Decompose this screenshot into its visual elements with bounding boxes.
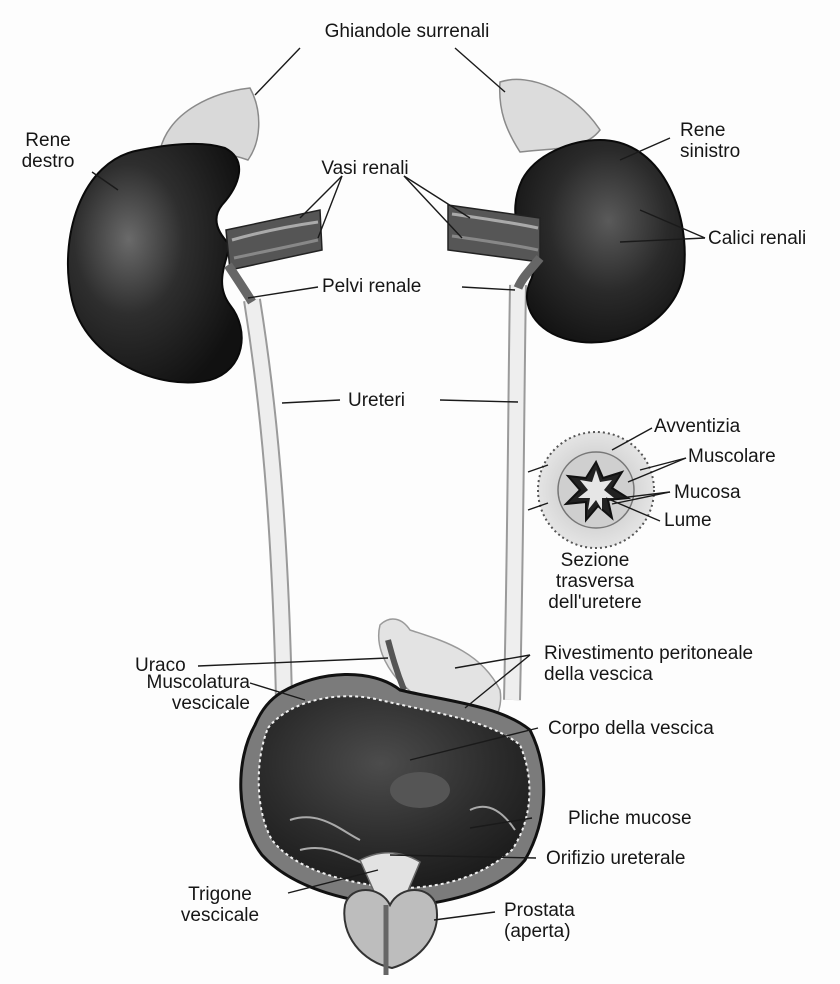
label-ghiandole-surrenali: Ghiandole surrenali [282,21,532,42]
label-rivestimento-peritoneale: Rivestimento peritoneale della vescica [544,643,753,685]
label-mucosa: Mucosa [674,482,741,503]
label-orifizio-ureterale: Orifizio ureterale [546,848,685,869]
label-rene-destro: Rene destro [5,130,91,172]
label-rene-sinistro: Rene sinistro [680,120,740,162]
label-ureteri: Ureteri [348,390,405,411]
label-muscolatura-vescicale: Muscolatura vescicale [60,672,250,714]
kidney-right [68,144,242,383]
label-pelvi-renale: Pelvi renale [322,276,421,297]
label-vasi-renali: Vasi renali [290,158,440,179]
label-avventizia: Avventizia [654,416,740,437]
label-sezione-trasversa: Sezione trasversa dell'uretere [530,550,660,613]
label-lume: Lume [664,510,712,531]
label-prostata: Prostata (aperta) [504,900,575,942]
label-calici-renali: Calici renali [708,228,806,249]
label-muscolare: Muscolare [688,446,776,467]
label-trigone-vescicale: Trigone vescicale [160,884,280,926]
label-pliche-mucose: Pliche mucose [568,808,692,829]
label-corpo-vescica: Corpo della vescica [548,718,714,739]
